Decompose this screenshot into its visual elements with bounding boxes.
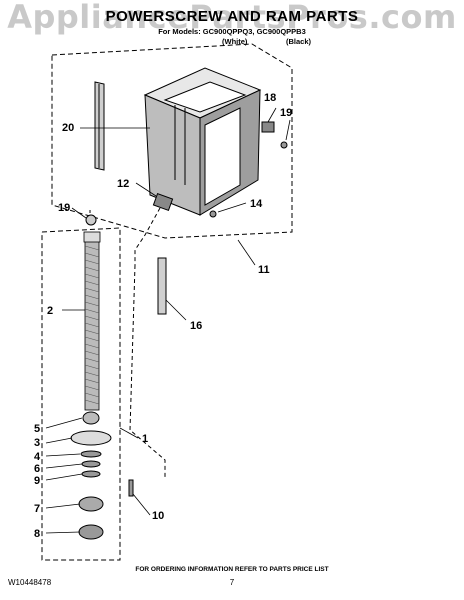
callout-1: 1 <box>142 433 148 445</box>
callout-6: 6 <box>34 463 40 475</box>
callout-14: 14 <box>250 198 263 210</box>
part-7-sprocket <box>78 496 104 512</box>
callout-17: 18 <box>264 92 276 104</box>
callout-5: 5 <box>34 423 40 435</box>
callout-labels: 20 18 19 12 14 19 16 11 2 1 5 3 4 6 9 7 … <box>34 92 292 540</box>
part-14-screw <box>209 210 217 218</box>
callout-12: 12 <box>117 178 129 190</box>
callout-19: 19 <box>58 202 70 214</box>
part-18-screw <box>280 141 288 149</box>
part-4-washer <box>80 450 102 458</box>
callout-10: 10 <box>152 510 164 522</box>
callout-4: 4 <box>34 451 41 463</box>
callout-3: 3 <box>34 437 40 449</box>
variant-black: (Black) <box>286 37 312 46</box>
callout-11: 11 <box>258 264 270 276</box>
part-3-plate <box>70 430 112 446</box>
screw-threads <box>84 245 100 405</box>
part-12-bracket <box>152 192 174 212</box>
callout-2: 2 <box>47 305 53 317</box>
part-19-bushing <box>85 214 97 226</box>
ram-assembly-boundary <box>51 43 293 239</box>
part-2-powerscrew <box>83 231 101 411</box>
callout-18: 19 <box>280 107 292 119</box>
bottom-part-stack <box>70 411 112 540</box>
part-16-rod <box>157 257 167 315</box>
leader-lines <box>45 107 291 534</box>
powerscrew-assembly-boundary <box>41 227 121 561</box>
callout-9: 9 <box>34 475 40 487</box>
callout-16: 16 <box>190 320 202 332</box>
callout-8: 8 <box>34 528 40 540</box>
page-title: POWERSCREW AND RAM PARTS <box>105 8 359 25</box>
callout-7: 7 <box>34 503 40 515</box>
model-list: For Models: GC900QPPQ3, GC900QPPB3 <box>158 27 306 36</box>
part-10-screw <box>128 479 134 497</box>
variant-white: (White) <box>222 37 248 46</box>
callout-20: 20 <box>62 122 74 134</box>
part-20-seal-strip <box>94 81 105 171</box>
part-8-sprocket <box>78 524 104 540</box>
page-number: 7 <box>229 578 235 587</box>
ordering-info: FOR ORDERING INFORMATION REFER TO PARTS … <box>135 566 329 573</box>
document-number: W10448478 <box>8 578 52 587</box>
watermark-logo: AppliancePartsPros.com <box>7 0 457 36</box>
part-6-washer <box>81 460 101 468</box>
part-17-switch <box>261 121 275 133</box>
part-9-washer <box>81 470 101 478</box>
part-5-collar <box>82 411 100 425</box>
ram-box <box>143 67 262 216</box>
